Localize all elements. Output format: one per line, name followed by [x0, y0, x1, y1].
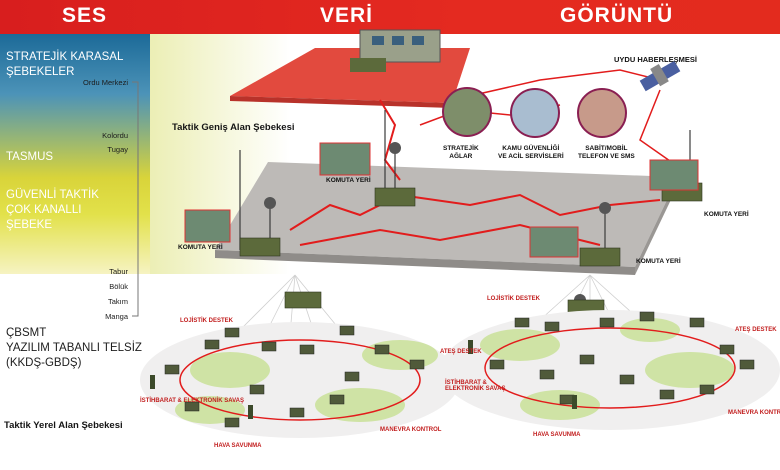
banner-veri: VERİ	[320, 4, 374, 27]
label-cbsmt-line2: YAZILIM TABANLI TELSİZ	[6, 342, 142, 354]
banner-goruntu: GÖRÜNTÜ	[560, 4, 674, 27]
label-stratejik: STRATEJİK KARASAL ŞEBEKELER	[6, 50, 123, 80]
label-lojistik-left: LOJİSTİK DESTEK	[180, 318, 234, 324]
label-uydu: UYDU HABERLEŞMESİ	[614, 55, 697, 64]
komuta-yeri-1: KOMUTA YERİ	[326, 177, 371, 184]
komuta-yeri-2: KOMUTA YERİ	[178, 244, 223, 251]
svc-kamu-line1: KAMU GÜVENLİĞİ	[502, 145, 560, 152]
radio-link	[399, 193, 661, 217]
radio-link	[379, 99, 401, 181]
label-ates-right: ATEŞ DESTEK	[735, 327, 777, 333]
hq-building	[359, 29, 441, 63]
tactical-platform-side	[635, 177, 678, 275]
komuta-yeri-4: KOMUTA YERİ	[636, 258, 681, 265]
strategic-platform-edge	[230, 96, 452, 108]
label-guvenli-line2: ÇOK KANALLI	[6, 204, 82, 216]
hier-tugay: Tugay	[107, 145, 128, 154]
ground-red-rings	[179, 327, 736, 421]
label-istihbarat-right-line1: İSTİHBARAT &	[445, 380, 487, 386]
label-ates-left: ATEŞ DESTEK	[440, 349, 482, 355]
ground-radio-terminals	[164, 311, 755, 428]
label-hava-left: HAVA SAVUNMA	[214, 443, 262, 449]
label-stratejik-line1: STRATEJİK KARASAL	[6, 51, 124, 63]
svc-kamu-line2: VE ACİL SERVİSLERİ	[498, 153, 564, 160]
label-tasmus: TASMUS	[6, 151, 54, 163]
title-genis-alan: Taktik Geniş Alan Şebekesi	[172, 122, 295, 133]
label-manevra-left: MANEVRA KONTROL	[380, 427, 442, 433]
command-post-photos	[184, 142, 699, 258]
satellite-icon	[639, 60, 681, 92]
hier-takim: Takım	[107, 297, 128, 306]
label-istihbarat-left: İSTİHBARAT & ELEKTRONİK SAVAŞ	[140, 398, 245, 404]
service-bubbles	[442, 87, 627, 138]
svc-sabit-line1: SABİT/MOBİL	[585, 145, 628, 152]
hier-boluk: Bölük	[109, 282, 128, 291]
label-guvenli: GÜVENLİ TAKTİK ÇOK KANALLI ŞEBEKE	[6, 188, 99, 233]
hq-screen	[412, 36, 424, 45]
hier-tabur: Tabur	[109, 267, 128, 276]
label-guvenli-line1: GÜVENLİ TAKTİK	[6, 189, 99, 201]
label-istihbarat-right-line2: ELEKTRONİK SAVAŞ	[445, 386, 506, 392]
top-banner: SES VERİ GÖRÜNTÜ	[0, 0, 780, 34]
label-cbsmt-line3: (KKDŞ-GBDŞ)	[6, 357, 82, 369]
label-guvenli-line3: ŞEBEKE	[6, 219, 53, 231]
banner-ses: SES	[62, 4, 108, 27]
label-cbsmt: ÇBSMT YAZILIM TABANLI TELSİZ (KKDŞ-GBDŞ)	[6, 326, 142, 371]
label-stratejik-aglar: STRATEJİK AĞLAR	[443, 145, 479, 161]
satellite-link	[451, 69, 661, 101]
title-yerel-alan: Taktik Yerel Alan Şebekesi	[4, 420, 123, 431]
hier-kolordu: Kolordu	[102, 131, 128, 140]
tactical-platform-edge	[215, 250, 635, 275]
hierarchy-bracket	[132, 81, 139, 317]
hier-ordu: Ordu Merkezi	[82, 78, 128, 87]
hier-manga: Manga	[105, 312, 128, 321]
label-lojistik-right: LOJİSTİK DESTEK	[487, 296, 541, 302]
layer-color-band	[0, 34, 150, 274]
label-hava-right: HAVA SAVUNMA	[533, 432, 581, 438]
hq-vehicle	[350, 58, 386, 72]
komuta-yeri-3: KOMUTA YERİ	[704, 211, 749, 218]
label-sabit-mobil: SABİT/MOBİL TELEFON VE SMS	[578, 145, 635, 161]
label-manevra-right: MANEVRA KONTROL	[728, 410, 780, 416]
soldier-figures	[150, 340, 577, 419]
hq-screen	[392, 36, 404, 45]
svc-sabit-line2: TELEFON VE SMS	[578, 153, 635, 160]
hq-screen	[372, 36, 384, 45]
label-stratejik-line2: ŞEBEKELER	[6, 66, 75, 78]
svc-stratejik-line1: STRATEJİK	[443, 145, 479, 152]
label-istihbarat-right: İSTİHBARAT & ELEKTRONİK SAVAŞ	[445, 380, 505, 392]
svc-stratejik-line2: AĞLAR	[449, 153, 473, 160]
label-cbsmt-line1: ÇBSMT	[6, 327, 47, 339]
label-kamu-guvenligi: KAMU GÜVENLİĞİ VE ACİL SERVİSLERİ	[498, 145, 564, 161]
